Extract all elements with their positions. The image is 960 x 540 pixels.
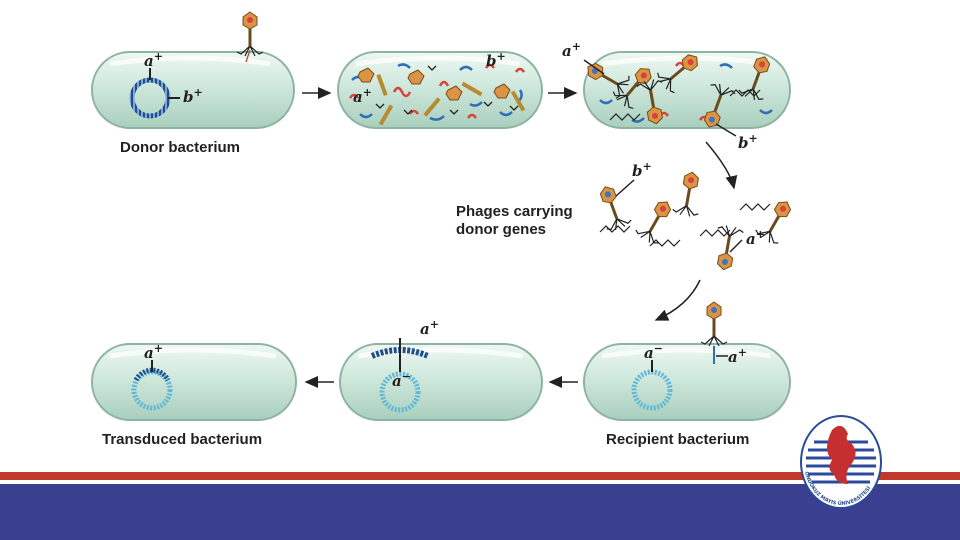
donor-bacterium: a+ b+ (91, 50, 295, 129)
transduced-bacterium-label: Transduced bacterium (102, 431, 262, 448)
gene-label-b-plus-released: b+ (632, 160, 652, 180)
gene-label-a-plus-fragment: a+ (353, 86, 372, 106)
infecting-phage (236, 11, 264, 63)
university-seal-icon: ONDOKUZ MAYIS ÜNİVERSİTESİ (800, 415, 882, 509)
recipient-bacterium-label: Recipient bacterium (606, 431, 749, 448)
phages-label-line1: Phages carrying (456, 203, 573, 220)
gene-label-a-plus-phage-cell: a+ (562, 40, 581, 60)
gene-label-b-plus-donor: b+ (183, 86, 203, 106)
fragmenting-donor: a+ b+ (337, 50, 543, 129)
donor-bacterium-label: Donor bacterium (120, 139, 240, 156)
gene-label-a-plus-injected: a+ (728, 346, 747, 366)
released-phages: b+ a+ (592, 160, 799, 273)
footer-divider (0, 480, 960, 484)
gene-label-a-minus-recombination: a− (392, 370, 411, 390)
gene-label-a-plus-fragment-2: a+ (420, 318, 439, 338)
footer-red-stripe (0, 472, 960, 480)
gene-label-a-plus-donor: a+ (144, 50, 163, 70)
gene-label-a-plus-released: a+ (746, 228, 765, 248)
footer-blue-band (0, 484, 960, 540)
phage-assembly-cell: a+ b+ (562, 40, 791, 152)
arrow-4 (654, 279, 701, 321)
recombination-cell: a+ a− (339, 318, 543, 421)
gene-label-b-plus-phage-cell: b+ (738, 132, 758, 152)
gene-label-a-plus-transduced: a+ (144, 342, 163, 362)
phages-label-line2: donor genes (456, 221, 546, 238)
recipient-bacterium: a− a+ (583, 301, 791, 421)
arrow-3 (705, 141, 738, 190)
gene-label-a-minus-recipient: a− (644, 342, 663, 362)
gene-label-b-plus-fragment: b+ (486, 50, 506, 70)
transduced-bacterium: a+ (91, 342, 297, 421)
